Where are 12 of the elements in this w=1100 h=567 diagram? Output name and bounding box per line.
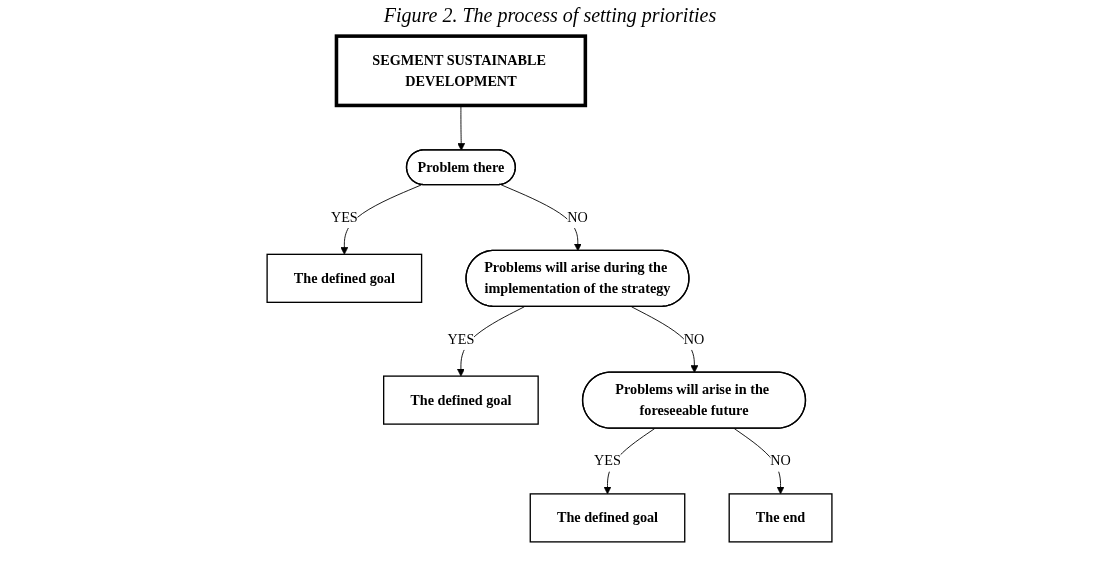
node-box: The end bbox=[729, 493, 834, 543]
edge-label: NO bbox=[684, 331, 705, 347]
node-box: The defined goal bbox=[266, 253, 423, 303]
edge-label: YES bbox=[594, 453, 622, 469]
node-box: The defined goal bbox=[530, 493, 686, 543]
edge-label: YES bbox=[447, 331, 475, 347]
edge-label: NO bbox=[770, 453, 792, 469]
edge-label: YES bbox=[331, 209, 359, 225]
figure-title: Figure 2. The process of setting priorities bbox=[382, 4, 718, 27]
edge-label: NO bbox=[567, 209, 589, 225]
node-box: SEGMENT SUSTAINABLE DEVELOPMENT bbox=[335, 34, 588, 108]
node-box: The defined goal bbox=[383, 375, 540, 425]
